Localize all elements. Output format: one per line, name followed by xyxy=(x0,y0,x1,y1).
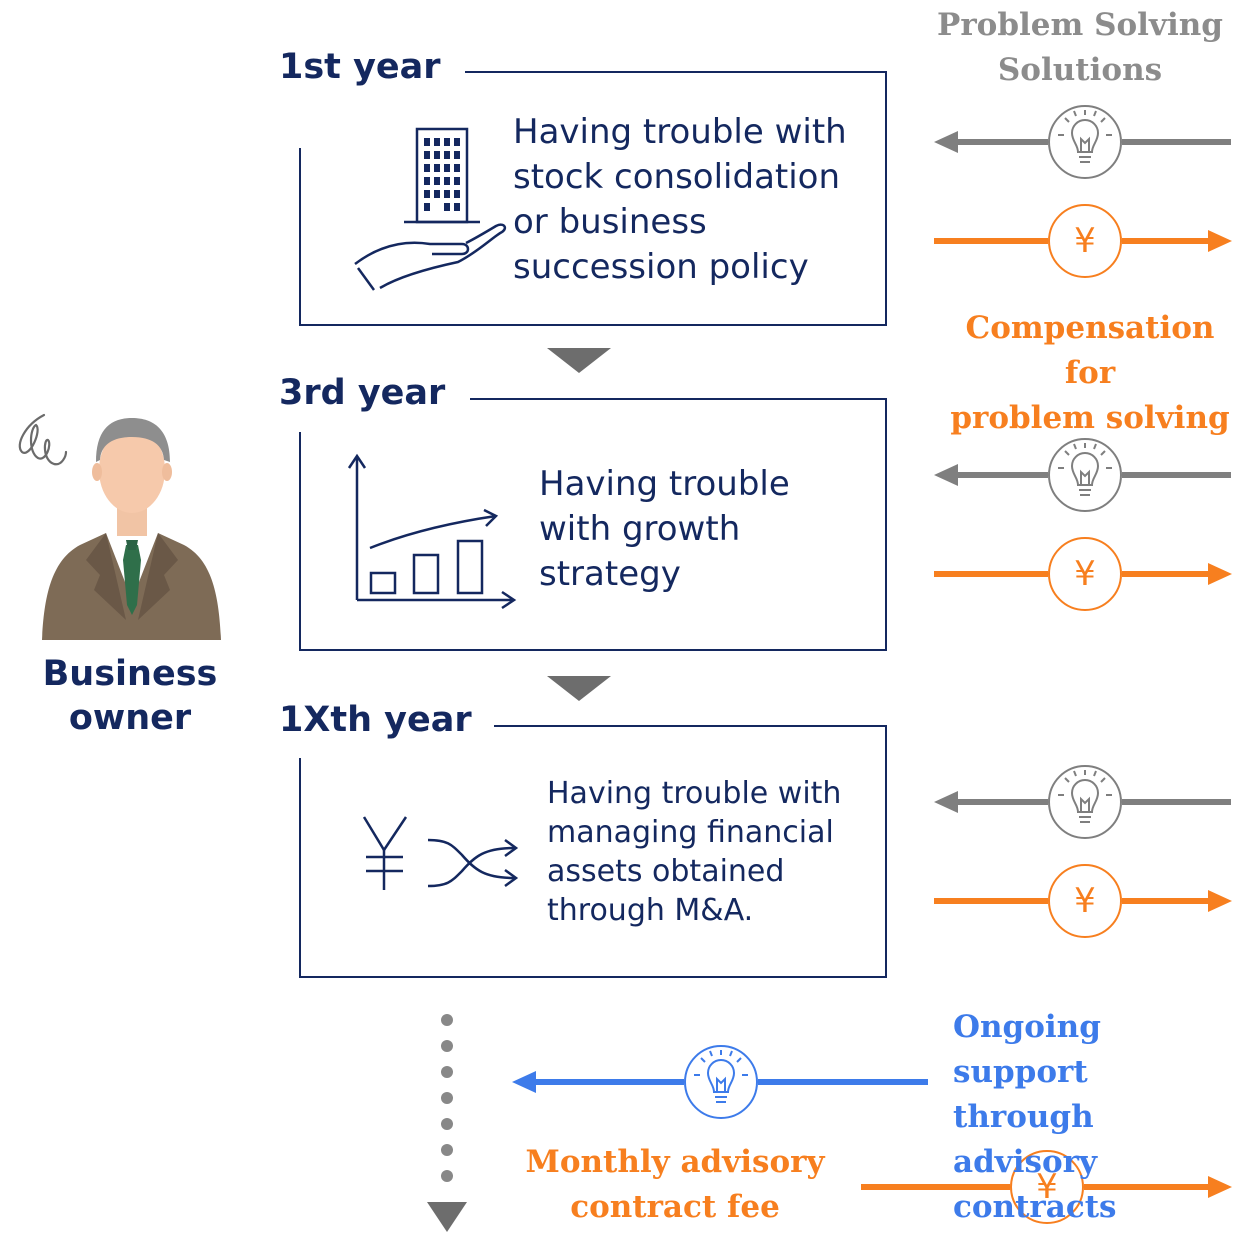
lightbulb-icon xyxy=(1048,765,1122,839)
stage-2-line: strategy xyxy=(539,554,681,594)
stage-1-line: stock consolidation xyxy=(513,157,841,197)
owner-label-line1: Business xyxy=(42,654,218,694)
stage-1-line: Having trouble with xyxy=(513,112,847,152)
stage-3-line: assets obtained xyxy=(547,854,785,889)
stage-box-1 xyxy=(299,71,887,326)
stage-3-line: managing financial xyxy=(547,815,834,850)
lightbulb-icon xyxy=(684,1045,758,1119)
compensation-arrow-3 xyxy=(934,890,1232,912)
solution-arrow-2 xyxy=(934,464,1231,486)
advisory-support-arrow xyxy=(512,1071,928,1093)
yen-coin-icon xyxy=(1048,204,1122,278)
stage-2-description: Having trouble with growth strategy xyxy=(539,462,790,597)
solutions-header-line1: Problem Solving xyxy=(937,7,1223,43)
compensation-arrow-1 xyxy=(934,230,1232,252)
stage-1-line: or business xyxy=(513,202,707,242)
solution-arrow-3 xyxy=(934,791,1231,813)
owner-label-line2: owner xyxy=(68,698,192,738)
compensation-line1: Compensation for xyxy=(965,310,1215,391)
lightbulb-icon xyxy=(1048,105,1122,179)
stage-2-line: Having trouble xyxy=(539,464,790,504)
stage-box-3 xyxy=(299,725,887,978)
lightbulb-icon xyxy=(1048,438,1122,512)
yen-shuffle-icon xyxy=(362,816,519,890)
ongoing-line2: through advisory xyxy=(953,1099,1098,1180)
monthly-line1: Monthly advisory xyxy=(525,1144,825,1180)
business-owner-label: Business owner xyxy=(10,652,250,740)
yen-symbol: ¥ xyxy=(1036,1167,1058,1207)
yen-symbol: ¥ xyxy=(1074,881,1096,921)
business-owner-avatar xyxy=(42,418,221,640)
dotted-continuation xyxy=(441,1014,453,1182)
ongoing-line1: Ongoing support xyxy=(953,1009,1101,1090)
ongoing-support-label: Ongoing support through advisory contrac… xyxy=(953,1005,1241,1230)
solutions-header: Problem Solving Solutions xyxy=(930,3,1230,93)
down-arrow-1 xyxy=(547,348,611,373)
building-hand-icon xyxy=(354,127,507,291)
stage-2-line: with growth xyxy=(539,509,741,549)
yen-coin-icon xyxy=(1048,864,1122,938)
worried-scribble-icon xyxy=(18,413,68,466)
yen-symbol: ¥ xyxy=(1074,221,1096,261)
solutions-header-line2: Solutions xyxy=(997,52,1163,88)
down-arrow-2 xyxy=(547,676,611,701)
solution-arrow-1 xyxy=(934,131,1231,153)
ongoing-line3: contracts xyxy=(953,1189,1117,1225)
stage-3-line: through M&A. xyxy=(547,893,754,928)
stage-3-line: Having trouble with xyxy=(547,776,842,811)
monthly-fee-arrow xyxy=(861,1176,1232,1198)
down-arrow-final xyxy=(427,1202,467,1232)
growth-chart-icon xyxy=(347,453,517,610)
stage-1-description: Having trouble with stock consolidation … xyxy=(513,110,847,290)
yen-coin-icon xyxy=(1048,537,1122,611)
monthly-line2: contract fee xyxy=(570,1189,780,1225)
monthly-fee-label: Monthly advisory contract fee xyxy=(520,1140,830,1230)
yen-coin-icon xyxy=(1010,1150,1084,1224)
stage-3-year-label: 1Xth year xyxy=(279,700,484,740)
stage-3-description: Having trouble with managing financial a… xyxy=(547,774,841,930)
stage-2-year-label: 3rd year xyxy=(279,373,458,413)
compensation-arrow-2 xyxy=(934,563,1232,585)
stage-1-year-label: 1st year xyxy=(279,47,453,87)
compensation-label: Compensation for problem solving xyxy=(940,306,1240,441)
stage-box-2 xyxy=(299,398,887,651)
yen-symbol: ¥ xyxy=(1074,554,1096,594)
stage-1-line: succession policy xyxy=(513,247,809,287)
compensation-line2: problem solving xyxy=(950,400,1230,436)
